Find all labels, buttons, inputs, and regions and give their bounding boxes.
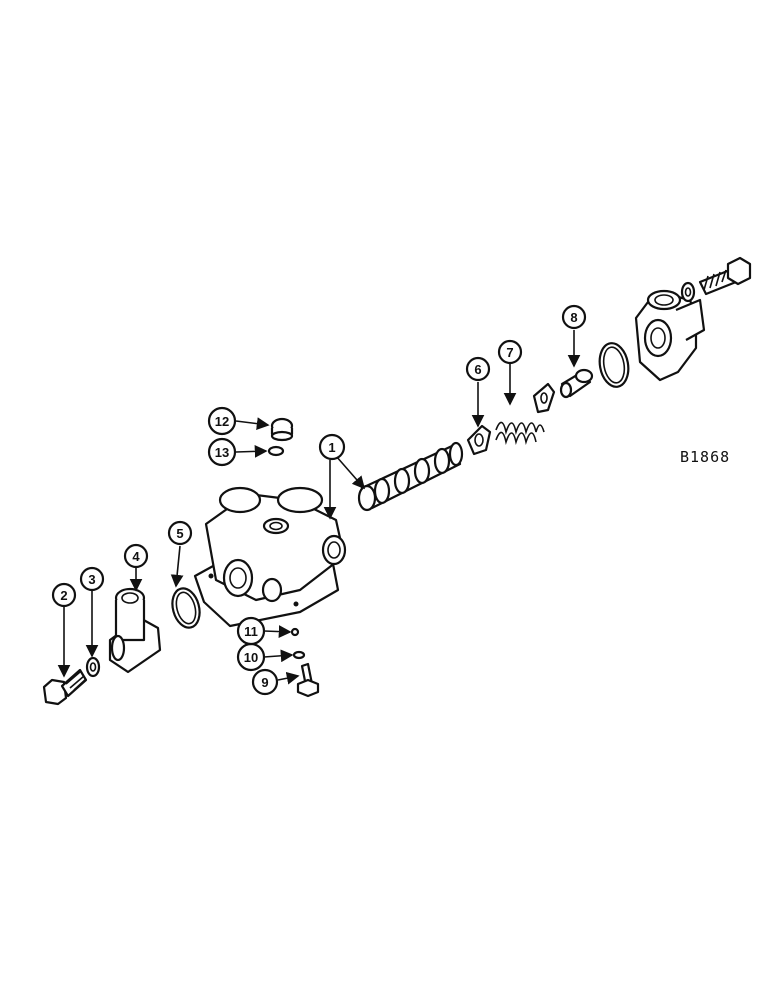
svg-text:2: 2: [60, 588, 67, 603]
svg-text:3: 3: [88, 572, 95, 587]
part-valve-body: [193, 486, 347, 628]
figure-reference-code: B1868: [680, 448, 731, 466]
callout-3: 3: [79, 566, 105, 592]
callout-7: 7: [497, 339, 523, 365]
callout-12: 12: [207, 406, 237, 436]
svg-text:4: 4: [132, 549, 140, 564]
svg-text:5: 5: [176, 526, 183, 541]
svg-text:1: 1: [328, 440, 335, 455]
part-plug: [559, 368, 594, 399]
svg-text:12: 12: [215, 414, 229, 429]
svg-text:10: 10: [244, 650, 258, 665]
callout-9: 9: [251, 668, 279, 696]
svg-text:11: 11: [244, 624, 258, 639]
svg-text:6: 6: [474, 362, 481, 377]
part-end-cover: [634, 289, 706, 382]
part-retainer-plate: [466, 424, 492, 456]
part-bolt-left: [42, 668, 88, 706]
svg-text:8: 8: [570, 310, 577, 325]
callout-8: 8: [561, 304, 587, 330]
callout-2: 2: [51, 582, 77, 608]
svg-text:9: 9: [261, 675, 268, 690]
callout-10: 10: [236, 642, 266, 672]
part-oring-right: [598, 342, 630, 388]
part-grease-fitting: [296, 662, 320, 698]
part-breather-cap: [270, 417, 294, 442]
part-ball: [290, 627, 300, 637]
callout-6: 6: [465, 356, 491, 382]
callout-13: 13: [207, 437, 237, 467]
part-oring-left: [171, 587, 201, 629]
part-spring-seat: [532, 382, 556, 414]
part-bolt-right: [698, 256, 752, 296]
svg-text:7: 7: [506, 345, 513, 360]
svg-text:13: 13: [215, 445, 229, 460]
part-tiny-washer: [292, 650, 306, 660]
callout-5: 5: [167, 520, 193, 546]
part-elbow-fitting: [108, 587, 162, 674]
part-spool: [357, 441, 464, 512]
part-washer-small: [267, 445, 285, 457]
callout-1: 1: [318, 433, 346, 461]
part-washer-right: [680, 281, 696, 303]
part-washer-left: [85, 656, 101, 678]
callout-4: 4: [123, 543, 149, 569]
leader-lines: [57, 330, 581, 685]
part-spring: [495, 421, 545, 445]
callout-11: 11: [236, 616, 266, 646]
